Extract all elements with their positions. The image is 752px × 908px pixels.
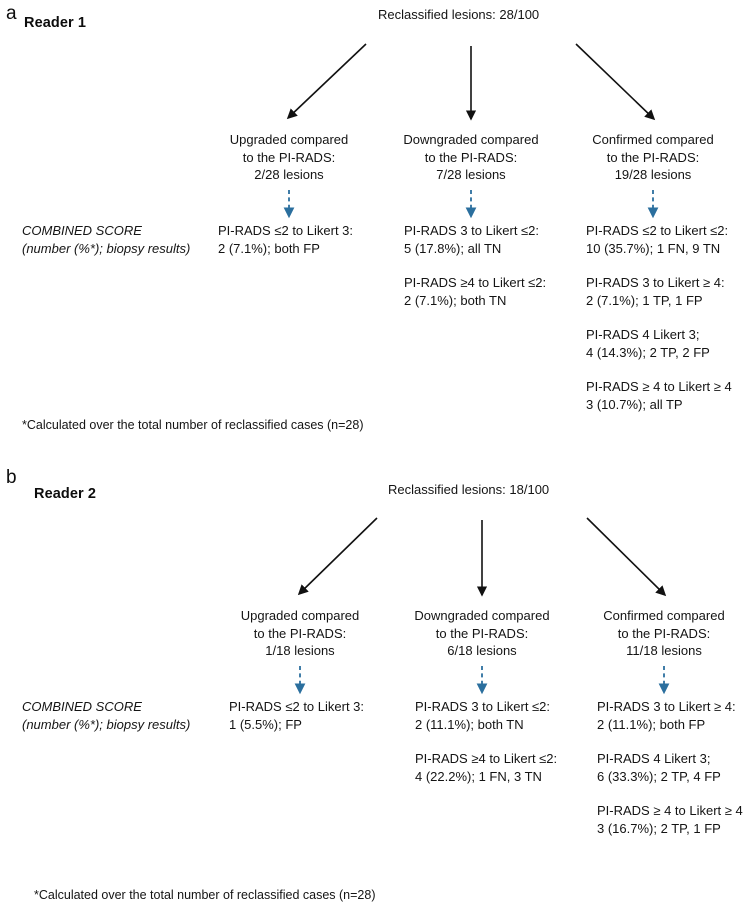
result-entry: PI-RADS 3 to Likert ≤2: 5 (17.8%); all T… — [404, 222, 580, 257]
column-head-line-1: Upgraded compared — [229, 132, 349, 147]
combined-score-label-line-2: (number (%*); biopsy results) — [22, 716, 191, 732]
reader-title-2: Reader 2 — [34, 486, 97, 502]
result-entry: PI-RADS ≤2 to Likert 3: 2 (7.1%); both F… — [218, 222, 394, 257]
combined-score-label-line-1: COMBINED SCORE — [22, 699, 142, 714]
column-head-line-3: 1/18 lesions — [265, 643, 335, 658]
result-entry-line-1: PI-RADS 3 to Likert ≥ 4: — [597, 699, 736, 714]
column-head-line-2: to the PI-RADS: — [435, 625, 529, 641]
arrow-to-confirmed-b — [586, 517, 667, 597]
result-entry: PI-RADS ≥4 to Likert ≤2: 2 (7.1%); both … — [404, 274, 580, 309]
result-entry-line-2: 5 (17.8%); all TN — [404, 240, 502, 256]
result-entry-line-2: 4 (22.2%); 1 FN, 3 TN — [415, 768, 542, 784]
root-node-label-b: Reclassified lesions: 18/100 — [388, 482, 550, 497]
column-head-line-1: Confirmed compared — [592, 132, 714, 147]
column-body-confirmed-a: PI-RADS ≤2 to Likert ≤2: 10 (35.7%); 1 F… — [586, 222, 752, 413]
combined-score-label-line-2: (number (%*); biopsy results) — [22, 240, 191, 256]
column-body-upgraded-a: PI-RADS ≤2 to Likert 3: 2 (7.1%); both F… — [218, 222, 394, 257]
result-entry: PI-RADS 3 to Likert ≤2: 2 (11.1%); both … — [415, 698, 591, 733]
result-entry: PI-RADS ≥ 4 to Likert ≥ 4 3 (10.7%); all… — [586, 378, 752, 413]
result-entry: PI-RADS ≥ 4 to Likert ≥ 4 3 (16.7%); 2 T… — [597, 802, 752, 837]
panel-letter-a: a — [6, 3, 17, 24]
column-head-confirmed-a: Confirmed compared to the PI-RADS: 19/28… — [573, 131, 733, 184]
column-head-downgraded-a: Downgraded compared to the PI-RADS: 7/28… — [391, 131, 551, 184]
panel-reader-2: b Reader 2 Reclassified lesions: 18/100 … — [0, 452, 752, 908]
column-head-line-2: to the PI-RADS: — [606, 149, 700, 165]
result-entry-line-2: 2 (11.1%); both FP — [597, 716, 706, 732]
combined-score-label-b: COMBINED SCORE (number (%*); biopsy resu… — [22, 698, 190, 733]
column-head-line-3: 11/18 lesions — [626, 643, 702, 658]
footnote-a: *Calculated over the total number of rec… — [22, 418, 364, 432]
column-head-line-3: 2/28 lesions — [254, 167, 324, 182]
result-entry-line-1: PI-RADS ≤2 to Likert ≤2: — [586, 223, 729, 238]
column-head-line-1: Downgraded compared — [414, 608, 550, 623]
result-entry: PI-RADS 3 to Likert ≥ 4: 2 (11.1%); both… — [597, 698, 752, 733]
column-head-upgraded-a: Upgraded compared to the PI-RADS: 2/28 l… — [209, 131, 369, 184]
combined-score-label-a: COMBINED SCORE (number (%*); biopsy resu… — [22, 222, 190, 257]
arrow-to-upgraded-a — [286, 43, 367, 120]
panel-letter-b: b — [6, 467, 17, 488]
result-entry-line-2: 2 (7.1%); 1 TP, 1 FP — [586, 292, 703, 308]
result-entry-line-1: PI-RADS ≥ 4 to Likert ≥ 4 — [586, 379, 732, 394]
result-entry-line-2: 2 (7.1%); both FP — [218, 240, 320, 256]
result-entry-line-2: 2 (11.1%); both TN — [415, 716, 524, 732]
result-entry-line-2: 2 (7.1%); both TN — [404, 292, 507, 308]
root-node-label-a: Reclassified lesions: 28/100 — [378, 7, 540, 22]
result-entry-line-2: 3 (16.7%); 2 TP, 1 FP — [597, 820, 721, 836]
column-head-line-3: 6/18 lesions — [447, 643, 517, 658]
arrow-to-upgraded-b — [297, 517, 378, 596]
result-entry: PI-RADS ≤2 to Likert ≤2: 10 (35.7%); 1 F… — [586, 222, 752, 257]
column-head-line-2: to the PI-RADS: — [617, 625, 711, 641]
result-entry-line-1: PI-RADS 3 to Likert ≤2: — [404, 223, 540, 238]
column-body-upgraded-b: PI-RADS ≤2 to Likert 3: 1 (5.5%); FP — [229, 698, 405, 733]
column-head-line-2: to the PI-RADS: — [253, 625, 347, 641]
column-head-line-2: to the PI-RADS: — [424, 149, 518, 165]
connector-arrows-a — [283, 43, 659, 219]
result-entry-line-1: PI-RADS 3 to Likert ≥ 4: — [586, 275, 725, 290]
column-head-line-3: 7/28 lesions — [436, 167, 506, 182]
combined-score-label-line-1: COMBINED SCORE — [22, 223, 142, 238]
result-entry-line-1: PI-RADS 4 Likert 3; — [586, 327, 700, 342]
result-entry-line-1: PI-RADS 3 to Likert ≤2: — [415, 699, 551, 714]
panel-reader-1: a Reader 1 Reclassified lesions: 28/100 … — [0, 0, 752, 452]
result-entry-line-2: 4 (14.3%); 2 TP, 2 FP — [586, 344, 710, 360]
result-entry-line-1: PI-RADS 4 Likert 3; — [597, 751, 711, 766]
connector-arrows-b — [294, 517, 670, 695]
column-body-downgraded-b: PI-RADS 3 to Likert ≤2: 2 (11.1%); both … — [415, 698, 591, 785]
column-head-confirmed-b: Confirmed compared to the PI-RADS: 11/18… — [584, 607, 744, 660]
result-entry-line-1: PI-RADS ≤2 to Likert 3: — [229, 699, 365, 714]
result-entry: PI-RADS ≤2 to Likert 3: 1 (5.5%); FP — [229, 698, 405, 733]
column-head-line-1: Upgraded compared — [240, 608, 360, 623]
column-head-line-3: 19/28 lesions — [614, 167, 692, 182]
result-entry: PI-RADS 4 Likert 3; 6 (33.3%); 2 TP, 4 F… — [597, 750, 752, 785]
column-head-line-1: Confirmed compared — [603, 608, 725, 623]
result-entry: PI-RADS 3 to Likert ≥ 4: 2 (7.1%); 1 TP,… — [586, 274, 752, 309]
column-head-line-2: to the PI-RADS: — [242, 149, 336, 165]
result-entry: PI-RADS ≥4 to Likert ≤2: 4 (22.2%); 1 FN… — [415, 750, 591, 785]
result-entry-line-2: 10 (35.7%); 1 FN, 9 TN — [586, 240, 721, 256]
result-entry-line-2: 3 (10.7%); all TP — [586, 396, 683, 412]
column-head-line-1: Downgraded compared — [403, 132, 539, 147]
result-entry-line-1: PI-RADS ≥ 4 to Likert ≥ 4 — [597, 803, 743, 818]
result-entry: PI-RADS 4 Likert 3; 4 (14.3%); 2 TP, 2 F… — [586, 326, 752, 361]
result-entry-line-2: 1 (5.5%); FP — [229, 716, 302, 732]
column-body-downgraded-a: PI-RADS 3 to Likert ≤2: 5 (17.8%); all T… — [404, 222, 580, 309]
result-entry-line-1: PI-RADS ≥4 to Likert ≤2: — [404, 275, 547, 290]
arrow-to-confirmed-a — [575, 43, 656, 121]
column-head-downgraded-b: Downgraded compared to the PI-RADS: 6/18… — [402, 607, 562, 660]
reader-title-1: Reader 1 — [24, 15, 87, 31]
result-entry-line-1: PI-RADS ≥4 to Likert ≤2: — [415, 751, 558, 766]
column-head-upgraded-b: Upgraded compared to the PI-RADS: 1/18 l… — [220, 607, 380, 660]
result-entry-line-2: 6 (33.3%); 2 TP, 4 FP — [597, 768, 721, 784]
result-entry-line-1: PI-RADS ≤2 to Likert 3: — [218, 223, 354, 238]
footnote-b: *Calculated over the total number of rec… — [34, 888, 376, 902]
column-body-confirmed-b: PI-RADS 3 to Likert ≥ 4: 2 (11.1%); both… — [597, 698, 752, 837]
